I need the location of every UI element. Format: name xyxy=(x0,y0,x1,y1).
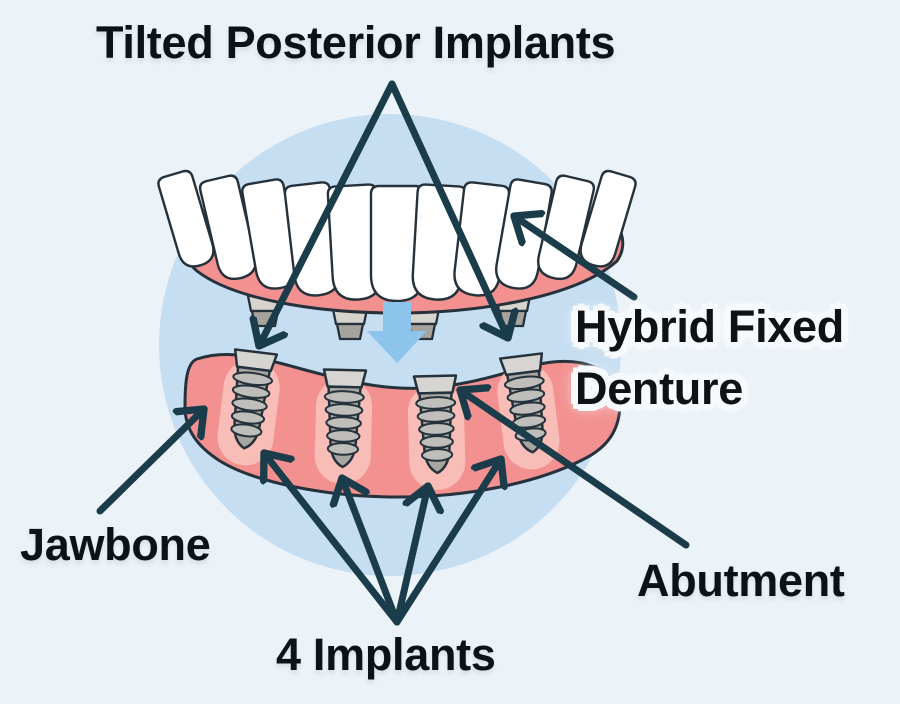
label-hybrid-line2: Denture xyxy=(575,363,743,414)
down-arrow-icon xyxy=(367,302,427,363)
label-tilted-posterior-implants: Tilted Posterior Implants xyxy=(96,17,616,68)
arrow-implant-4 xyxy=(393,459,501,626)
connector-bottom xyxy=(335,322,365,341)
denture-teeth-row xyxy=(157,169,637,303)
tooth xyxy=(537,174,596,280)
label-hybrid-line1: Hybrid Fixed xyxy=(575,301,844,352)
tooth xyxy=(157,169,215,268)
arrow-abutment xyxy=(460,390,690,549)
arrow-implant-1 xyxy=(264,453,401,626)
label-abutment: Abutment xyxy=(637,555,845,606)
label-jawbone: Jawbone xyxy=(20,519,211,570)
arrow-tilted-implant-left xyxy=(259,80,396,346)
arrow-implant-3 xyxy=(393,486,428,626)
annotation-arrows xyxy=(96,80,690,626)
arrow-jawbone xyxy=(96,409,204,515)
arrow-hybrid-denture xyxy=(514,216,638,301)
label-hybrid-fixed-denture: Hybrid Fixed Denture xyxy=(575,296,844,420)
arrow-tilted-implant-right xyxy=(388,80,508,338)
label-4-implants: 4 Implants xyxy=(276,629,496,680)
arrow-implant-2 xyxy=(342,478,401,626)
